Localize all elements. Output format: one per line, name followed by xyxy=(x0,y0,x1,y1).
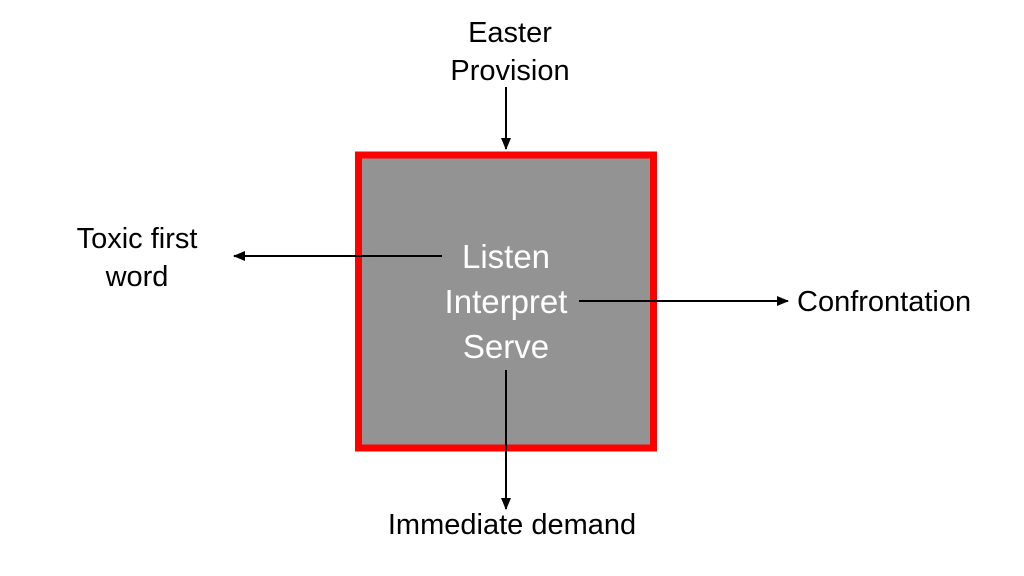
input-label-top-line-2: Provision xyxy=(450,55,570,87)
output-label-bottom: Immediate demand xyxy=(387,509,637,541)
process-step-serve: Serve xyxy=(462,328,550,365)
process-step-interpret: Interpret xyxy=(444,283,568,320)
process-step-listen: Listen xyxy=(461,238,551,275)
process-box-text: Listen Interpret Serve xyxy=(426,234,586,369)
input-label-top-line-1: Easter xyxy=(468,17,552,49)
output-label-left-line-1: Toxic first xyxy=(76,223,198,255)
input-label-top: Easter Provision xyxy=(430,14,590,90)
output-label-right: Confrontation xyxy=(797,286,972,318)
output-label-left: Toxic first word xyxy=(52,220,222,296)
output-label-left-line-2: word xyxy=(105,261,169,293)
